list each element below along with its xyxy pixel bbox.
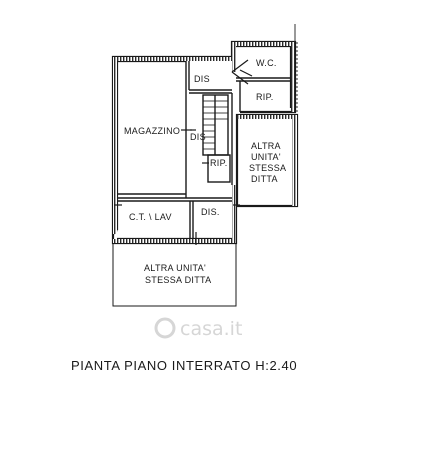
room-label-altra-unita-bottom-2: STESSA DITTA (145, 275, 211, 285)
stair-treads (203, 100, 228, 150)
neighbour-walls (294, 24, 298, 112)
watermark-logo: casa.it (154, 317, 242, 340)
room-label-wc: W.C. (256, 58, 277, 68)
room-label-altra-unita-right-3: STESSA (249, 163, 286, 173)
svg-text:casa.it: casa.it (180, 318, 242, 340)
room-label-magazzino: MAGAZZINO (124, 126, 180, 136)
room-label-altra-unita-bottom-1: ALTRA UNITA' (144, 263, 206, 273)
hatched-walls (113, 42, 297, 243)
room-label-dis-mid: DIS (190, 132, 206, 142)
room-label-dis-top: DIS (194, 74, 210, 84)
plan-caption: PIANTA PIANO INTERRATO H:2.40 (71, 358, 297, 373)
door-swings (114, 59, 253, 245)
room-label-rip-small: RIP. (210, 158, 228, 168)
room-label-altra-unita-right-4: DITTA (251, 174, 278, 184)
room-label-rip-right: RIP. (256, 92, 274, 102)
room-label-ct-lav: C.T. \ LAV (129, 212, 172, 222)
adjacent-unit-outline (112, 243, 237, 307)
room-label-altra-unita-right-1: ALTRA (251, 141, 281, 151)
room-label-dis-low: DIS. (201, 207, 220, 217)
room-label-altra-unita-right-2: UNITA' (251, 152, 281, 162)
